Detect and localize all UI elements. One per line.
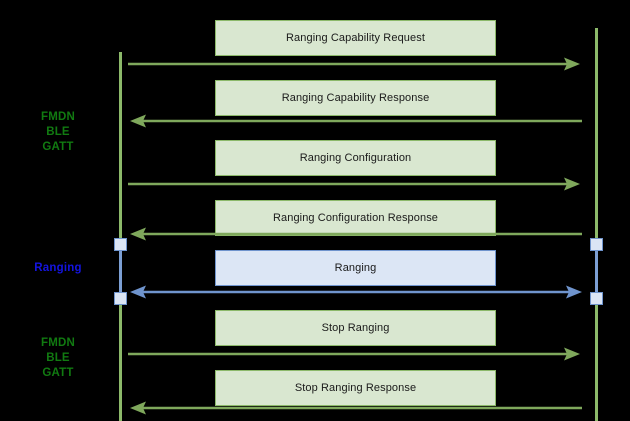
message-box-stop-ranging-response[interactable]: Stop Ranging Response [215,370,496,406]
side-label-line: FMDN [40,111,75,123]
message-arrow-stop-ranging [128,346,580,362]
right-lifeline-green-bottom [595,300,598,421]
side-label-line: FMDN [40,337,75,349]
message-box-ranging[interactable]: Ranging [215,250,496,286]
side-label-line: Ranging [34,262,82,274]
message-box-ranging-capability-request[interactable]: Ranging Capability Request [215,20,496,56]
right-lifeline-green-top [595,28,598,240]
message-arrow-ranging-configuration [128,176,580,192]
side-label-phase-2: Ranging [22,261,94,276]
message-arrow-ranging-bidirectional [130,284,582,300]
side-label-line: GATT [42,141,74,153]
message-arrow-ranging-capability-request [128,56,580,72]
side-label-phase-3: FMDN BLE GATT [22,336,94,381]
message-box-stop-ranging[interactable]: Stop Ranging [215,310,496,346]
side-label-line: GATT [42,367,74,379]
message-arrow-ranging-capability-response [130,113,582,129]
left-lifeline-green-bottom [119,300,122,421]
right-lifeline-blue-segment [595,240,598,302]
left-activation-start [114,238,127,251]
left-lifeline-green-top [119,52,122,240]
side-label-phase-1: FMDN BLE GATT [22,110,94,155]
side-label-line: BLE [46,126,70,138]
left-activation-end [114,292,127,305]
message-box-ranging-configuration[interactable]: Ranging Configuration [215,140,496,176]
right-activation-end [590,292,603,305]
side-label-line: BLE [46,352,70,364]
message-arrow-stop-ranging-response [130,400,582,416]
left-lifeline-blue-segment [119,240,122,302]
message-box-ranging-capability-response[interactable]: Ranging Capability Response [215,80,496,116]
message-arrow-ranging-configuration-response [130,226,582,242]
right-activation-start [590,238,603,251]
message-box-ranging-configuration-response[interactable]: Ranging Configuration Response [215,200,496,236]
